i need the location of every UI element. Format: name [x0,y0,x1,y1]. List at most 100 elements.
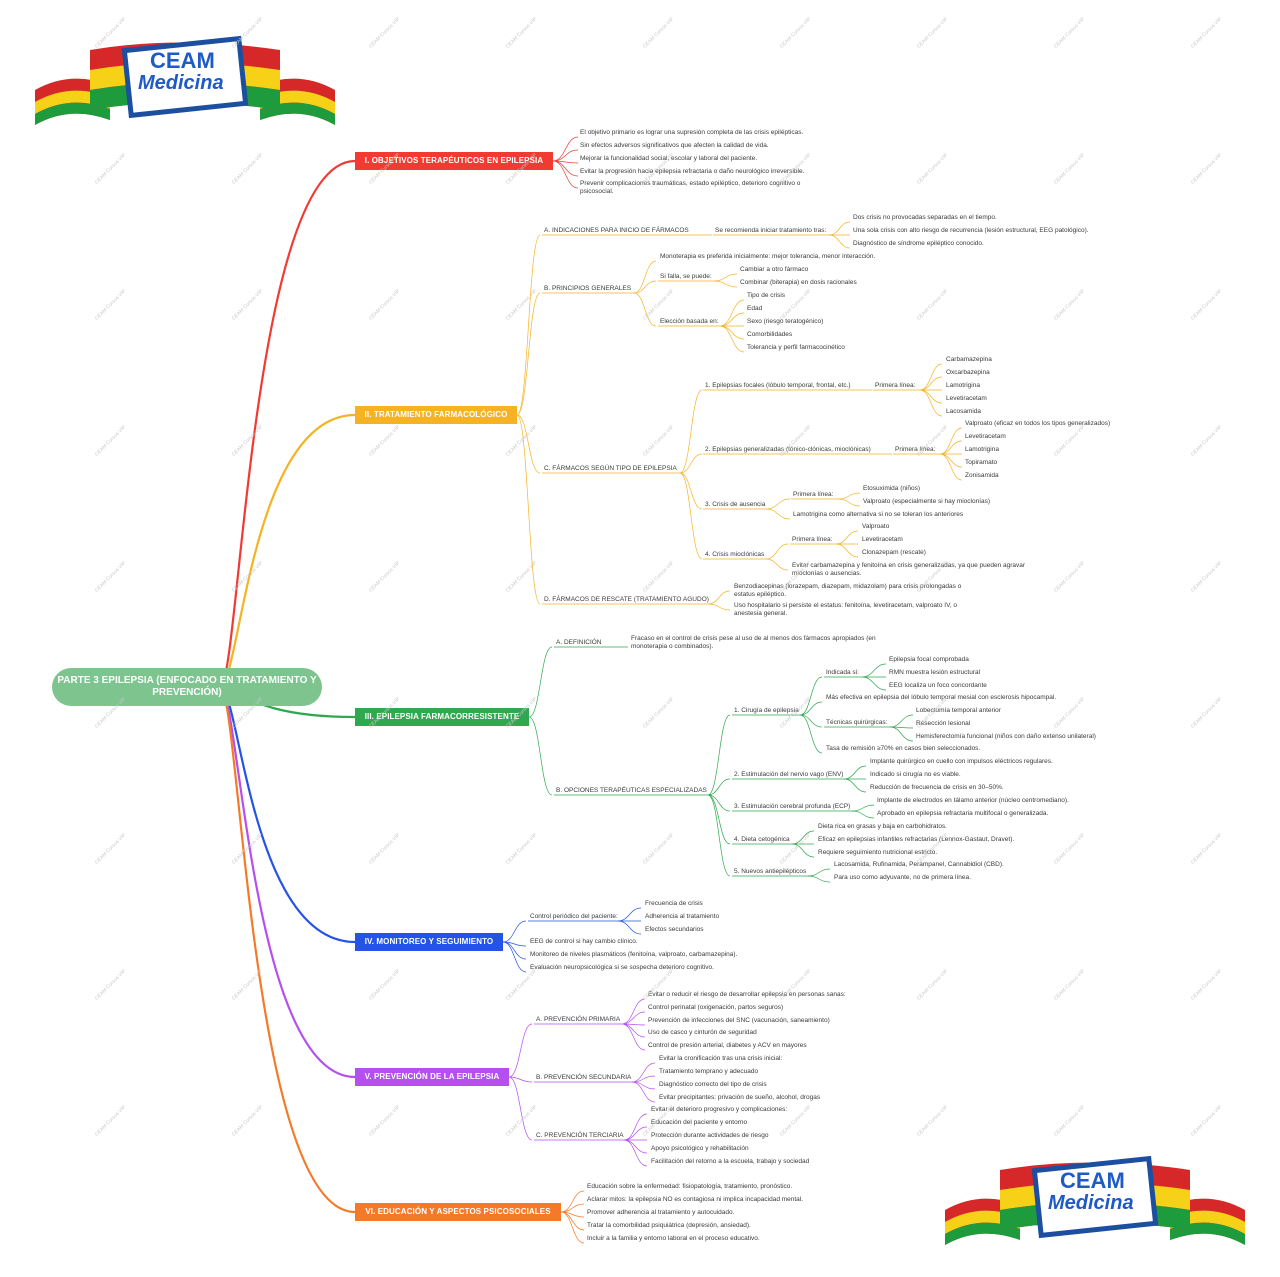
detail-item[interactable]: Lacosamida, Rufinamida, Perampanel, Cann… [834,861,1004,868]
therapy-option[interactable]: 3. Estimulación cerebral profunda (ECP) [734,803,851,810]
section-educacion[interactable]: VI. EDUCACIÓN Y ASPECTOS PSICOSOCIALES [355,1203,561,1221]
monitor-item[interactable]: Adherencia al tratamiento [645,913,720,920]
detail-item[interactable]: Dieta rica en grasas y baja en carbohidr… [818,823,947,830]
indication-item[interactable]: Epilepsia focal comprobada [889,656,969,663]
node-label[interactable]: Primera línea: [793,491,834,498]
prevention-item[interactable]: Evitar el deterioro progresivo y complic… [651,1106,788,1113]
indication-item[interactable]: Diagnóstico de síndrome epiléptico conoc… [853,240,984,247]
technique-item[interactable]: Resección lesional [916,720,971,727]
section-prevencion[interactable]: V. PREVENCIÓN DE LA EPILEPSIA [355,1068,509,1086]
subsection-b[interactable]: B. PREVENCIÓN SECUNDARIA [536,1074,632,1081]
subsection-c[interactable]: C. FÁRMACOS SEGÚN TIPO DE EPILEPSIA [544,465,677,472]
node-label[interactable]: Tasa de remisión ≥70% en casos bien sele… [826,745,981,752]
drug-item[interactable]: Lamotrigina [965,446,999,453]
therapy-option[interactable]: 4. Dieta cetogénica [734,836,790,843]
drug-item[interactable]: Topiramato [965,459,998,466]
prevention-item[interactable]: Apoyo psicológico y rehabilitación [651,1145,749,1152]
drug-item[interactable]: Levetiracetam [946,395,987,402]
criteria-item[interactable]: Sexo (riesgo teratogénico) [747,318,824,325]
drug-group[interactable]: 2. Epilepsias generalizadas (tónico-clón… [705,446,871,453]
node-label[interactable]: Se recomienda iniciar tratamiento tras: [715,227,827,234]
node-label[interactable]: Control periódico del paciente: [530,913,618,920]
node-label[interactable]: Si falla, se puede: [660,273,712,280]
drug-group[interactable]: 4. Crisis mioclónicas [705,551,765,558]
indication-item[interactable]: EEG localiza un foco concordante [889,682,987,689]
node-label[interactable]: Monoterapia es preferida inicialmente: m… [660,253,876,260]
section-objetivos[interactable]: I. OBJETIVOS TERAPÉUTICOS EN EPILEPSIA [355,152,553,170]
subsection-a[interactable]: A. INDICACIONES PARA INICIO DE FÁRMACOS [544,227,689,234]
node-label[interactable]: Más efectiva en epilepsia del lóbulo tem… [826,694,1057,701]
prevention-item[interactable]: Uso de casco y cinturón de seguridad [648,1029,757,1036]
option-item[interactable]: Combinar (biterapia) en dosis racionales [740,279,857,286]
section-farmacorresistente[interactable]: III. EPILEPSIA FARMACORRESISTENTE [355,708,529,726]
prevention-item[interactable]: Control de presión arterial, diabetes y … [648,1042,807,1049]
therapy-option[interactable]: 5. Nuevos antiepilépticos [734,868,807,875]
node-label[interactable]: Elección basada en: [660,318,719,325]
objective-item[interactable]: El objetivo primario es lograr una supre… [580,129,804,136]
section-monitoreo[interactable]: IV. MONITOREO Y SEGUIMIENTO [355,933,503,951]
prevention-item[interactable]: Control perinatal (oxigenación, partos s… [648,1004,784,1011]
prevention-item[interactable]: Educación del paciente y entorno [651,1119,748,1126]
warning-note[interactable]: Evitar carbamazepina y fenitoína en cris… [792,562,1026,577]
objective-item[interactable]: Mejorar la funcionalidad social, escolar… [580,155,758,162]
monitor-item[interactable]: EEG de control si hay cambio clínico. [530,938,638,945]
prevention-item[interactable]: Diagnóstico correcto del tipo de crisis [659,1081,767,1088]
detail-item[interactable]: Requiere seguimiento nutricional estrict… [818,849,938,856]
education-item[interactable]: Promover adherencia al tratamiento y aut… [587,1209,735,1216]
detail-item[interactable]: Eficaz en epilepsias infantiles refracta… [818,836,1015,843]
node-label[interactable]: Primera línea: [792,536,833,543]
definition-text[interactable]: Fracaso en el control de crisis pese al … [631,635,876,650]
technique-item[interactable]: Hemisferectomía funcional (niños con dañ… [916,733,1096,740]
node-label[interactable]: Indicada si: [826,669,859,676]
prevention-item[interactable]: Evitar la cronificación tras una crisis … [659,1055,783,1062]
drug-item[interactable]: Valproato (eficaz en todos los tipos gen… [965,420,1111,427]
prevention-item[interactable]: Facilitación del retorno a la escuela, t… [651,1158,810,1165]
detail-item[interactable]: Implante quirúrgico en cuello con impuls… [870,758,1053,765]
subsection-b[interactable]: B. OPCIONES TERAPÉUTICAS ESPECIALIZADAS [556,787,707,794]
education-item[interactable]: Educación sobre la enfermedad: fisiopato… [587,1183,793,1190]
root-node[interactable]: PARTE 3 EPILEPSIA (ENFOCADO EN TRATAMIEN… [52,668,322,706]
rescue-item[interactable]: Benzodiacepinas (lorazepam, diazepam, mi… [734,583,962,598]
subsection-a[interactable]: A. PREVENCIÓN PRIMARIA [536,1016,621,1023]
subsection-c[interactable]: C. PREVENCIÓN TERCIARIA [536,1132,624,1139]
criteria-item[interactable]: Tolerancia y perfil farmacocinético [747,344,845,351]
detail-item[interactable]: Aprobado en epilepsia refractaria multif… [877,810,1049,817]
drug-group[interactable]: 1. Epilepsias focales (lóbulo temporal, … [705,382,851,389]
detail-item[interactable]: Indicado si cirugía no es viable. [870,771,961,778]
education-item[interactable]: Incluir a la familia y entorno laboral e… [587,1235,760,1242]
criteria-item[interactable]: Comorbilidades [747,331,793,338]
drug-item[interactable]: Lacosamida [946,408,982,415]
drug-item[interactable]: Valproato [862,523,890,530]
education-item[interactable]: Aclarar mitos: la epilepsia NO es contag… [587,1196,804,1203]
rescue-item[interactable]: Uso hospitalario si persiste el estatus:… [734,602,958,617]
drug-item[interactable]: Oxcarbazepina [946,369,990,376]
section-tratamiento[interactable]: II. TRATAMIENTO FARMACOLÓGICO [355,406,517,424]
monitor-item[interactable]: Efectos secundarios [645,926,704,933]
prevention-item[interactable]: Evitar o reducir el riesgo de desarrolla… [648,991,846,998]
drug-item[interactable]: Levetiracetam [862,536,903,543]
prevention-item[interactable]: Protección durante actividades de riesgo [651,1132,769,1139]
option-item[interactable]: Cambiar a otro fármaco [740,266,809,273]
detail-item[interactable]: Implante de electrodos en tálamo anterio… [877,797,1069,804]
indication-item[interactable]: RMN muestra lesión estructural [889,669,981,676]
monitor-item[interactable]: Monitoreo de niveles plasmáticos (fenito… [530,951,738,958]
drug-item[interactable]: Lamotrigina [946,382,980,389]
education-item[interactable]: Tratar la comorbilidad psiquiátrica (dep… [587,1222,751,1229]
technique-item[interactable]: Lobectomía temporal anterior [916,707,1001,714]
drug-item[interactable]: Zonisamida [965,472,999,479]
objective-item[interactable]: Prevenir complicaciones traumáticas, est… [580,180,801,195]
node-label[interactable]: Lamotrigina como alternativa si no se to… [793,511,964,518]
subsection-a[interactable]: A. DEFINICIÓN [556,639,602,646]
indication-item[interactable]: Dos crisis no provocadas separadas en el… [853,214,997,221]
prevention-item[interactable]: Tratamiento temprano y adecuado [659,1068,759,1075]
drug-item[interactable]: Etosuximida (niños) [863,485,921,492]
drug-item[interactable]: Valproato (especialmente si hay miocloní… [863,498,991,505]
node-label[interactable]: Primera línea: [895,446,936,453]
monitor-item[interactable]: Frecuencia de crisis [645,900,703,907]
therapy-option[interactable]: 2. Estimulación del nervio vago (ENV) [734,771,844,778]
detail-item[interactable]: Para uso como adyuvante, no de primera l… [834,874,971,881]
objective-item[interactable]: Sin efectos adversos significativos que … [580,142,769,149]
indication-item[interactable]: Una sola crisis con alto riesgo de recur… [853,227,1089,234]
objective-item[interactable]: Evitar la progresión hacia epilepsia ref… [580,168,805,175]
drug-item[interactable]: Carbamazepina [946,356,992,363]
